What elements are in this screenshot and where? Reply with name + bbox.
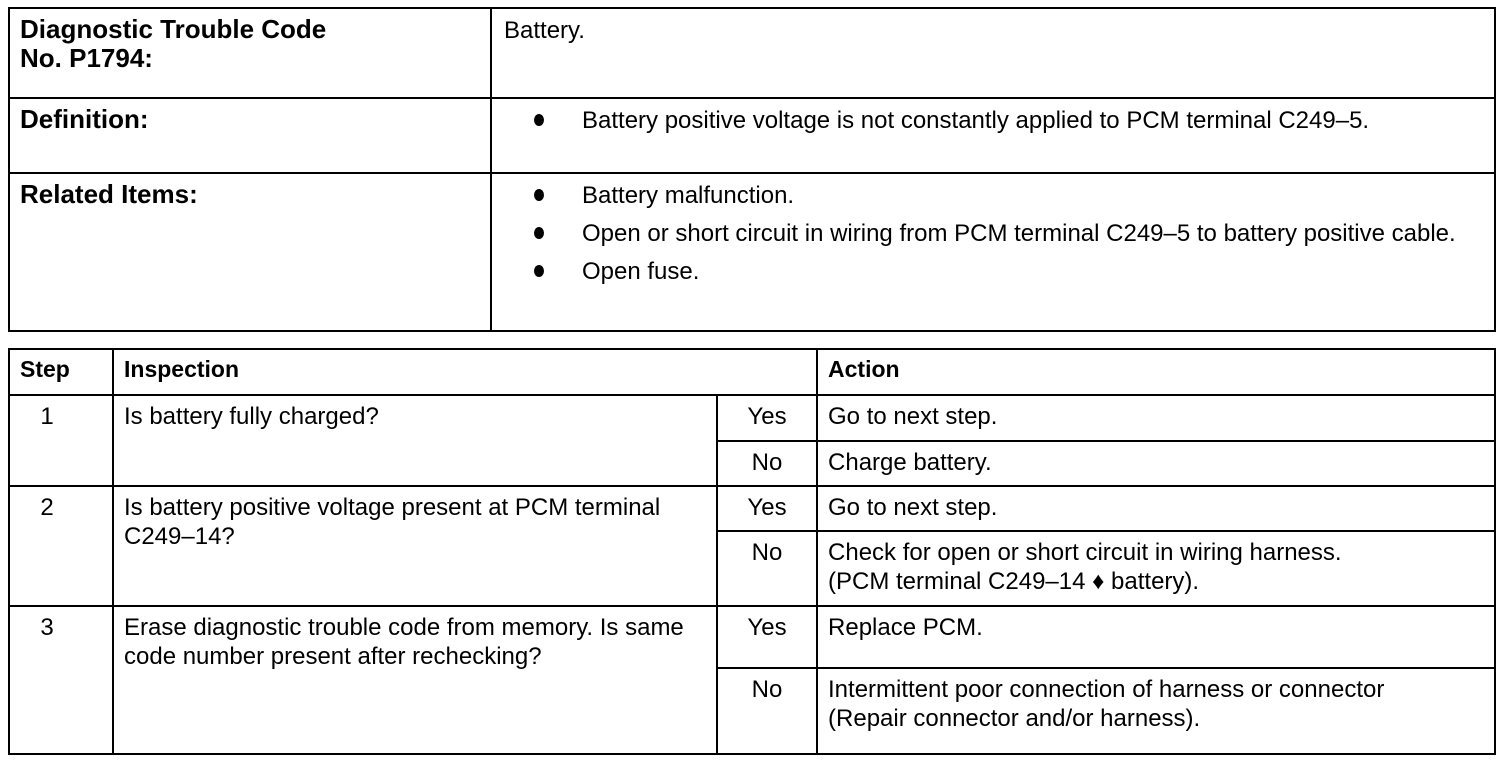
step-column-header: Step (8, 348, 114, 396)
inspection-column-header: Inspection (111, 348, 819, 396)
no-action-line1: Intermittent poor connection of harness … (828, 676, 1385, 703)
related-item-text: Open fuse. (582, 258, 700, 285)
no-label: No (715, 440, 819, 487)
related-item-text: Battery malfunction. (582, 182, 795, 209)
yes-action: Go to next step. (816, 485, 1497, 532)
table-row: No Check for open or short circuit in wi… (9, 530, 1497, 607)
yes-label: Yes (715, 485, 819, 532)
no-label: No (715, 530, 819, 607)
dtc-info-table: Diagnostic Trouble Code No. P1794: Batte… (8, 7, 1496, 332)
dtc-code-label-line2: No. P1794: (20, 43, 153, 73)
list-item: Open fuse. (504, 258, 1482, 286)
definition-row: Definition: Battery positive voltage is … (8, 97, 1496, 174)
action-column-header: Action (816, 348, 1497, 396)
table-row: 1 Is battery fully charged? Yes Go to ne… (8, 394, 1497, 487)
inspection-text: Erase diagnostic trouble code from memor… (112, 605, 718, 755)
step-number: 1 (8, 394, 114, 487)
bullet-icon (534, 265, 544, 277)
yes-label: Yes (715, 605, 819, 669)
dtc-code-row: Diagnostic Trouble Code No. P1794: Batte… (8, 7, 1496, 99)
diagnostic-steps-table: Step Inspection Action 1 Is battery full… (8, 348, 1497, 755)
table-row: 3 Erase diagnostic trouble code from mem… (8, 605, 1497, 755)
no-action-line2: (PCM terminal C249–14 ♦ battery). (828, 567, 1484, 596)
bullet-icon (534, 114, 544, 126)
related-item-text: Open or short circuit in wiring from PCM… (582, 220, 1456, 247)
related-items-value: Battery malfunction. Open or short circu… (490, 172, 1496, 332)
step-number: 3 (8, 605, 114, 755)
table-row: 2 Is battery positive voltage present at… (8, 485, 1497, 607)
list-item: Battery positive voltage is not constant… (504, 107, 1482, 135)
list-item: Open or short circuit in wiring from PCM… (504, 220, 1482, 248)
table-row: No Intermittent poor connection of harne… (9, 667, 1497, 755)
arrow-right-icon: ♦ (1092, 568, 1105, 595)
inspection-text: Is battery fully charged? (112, 394, 718, 487)
table-header-row: Step Inspection Action (8, 348, 1497, 396)
yes-action: Replace PCM. (816, 605, 1497, 669)
step-number: 2 (8, 485, 114, 607)
no-action: Charge battery. (816, 440, 1497, 487)
definition-list: Battery positive voltage is not constant… (504, 107, 1482, 135)
definition-label: Definition: (8, 97, 492, 174)
no-action-line2-pre: (PCM terminal C249–14 (828, 568, 1086, 595)
no-action: Intermittent poor connection of harness … (816, 667, 1497, 755)
no-action-line2: (Repair connector and/or harness). (828, 705, 1201, 732)
no-action: Check for open or short circuit in wirin… (816, 530, 1497, 607)
dtc-code-label-line1: Diagnostic Trouble Code (20, 14, 327, 44)
definition-value: Battery positive voltage is not constant… (490, 97, 1496, 174)
yes-action: Go to next step. (816, 394, 1497, 442)
related-items-label: Related Items: (8, 172, 492, 332)
no-action-line1: Check for open or short circuit in wirin… (828, 539, 1342, 566)
list-item: Battery malfunction. (504, 182, 1482, 210)
definition-text: Battery positive voltage is not constant… (582, 107, 1370, 134)
no-label: No (715, 667, 819, 755)
related-items-list: Battery malfunction. Open or short circu… (504, 182, 1482, 286)
no-action-line2-post: battery). (1104, 568, 1200, 595)
yes-label: Yes (715, 394, 819, 442)
table-row: No Charge battery. (9, 440, 1497, 487)
inspection-text: Is battery positive voltage present at P… (112, 485, 718, 607)
bullet-icon (534, 227, 544, 239)
dtc-code-label: Diagnostic Trouble Code No. P1794: (8, 7, 492, 99)
dtc-code-value: Battery. (490, 7, 1496, 99)
related-items-row: Related Items: Battery malfunction. Open… (8, 172, 1496, 332)
bullet-icon (534, 189, 544, 201)
